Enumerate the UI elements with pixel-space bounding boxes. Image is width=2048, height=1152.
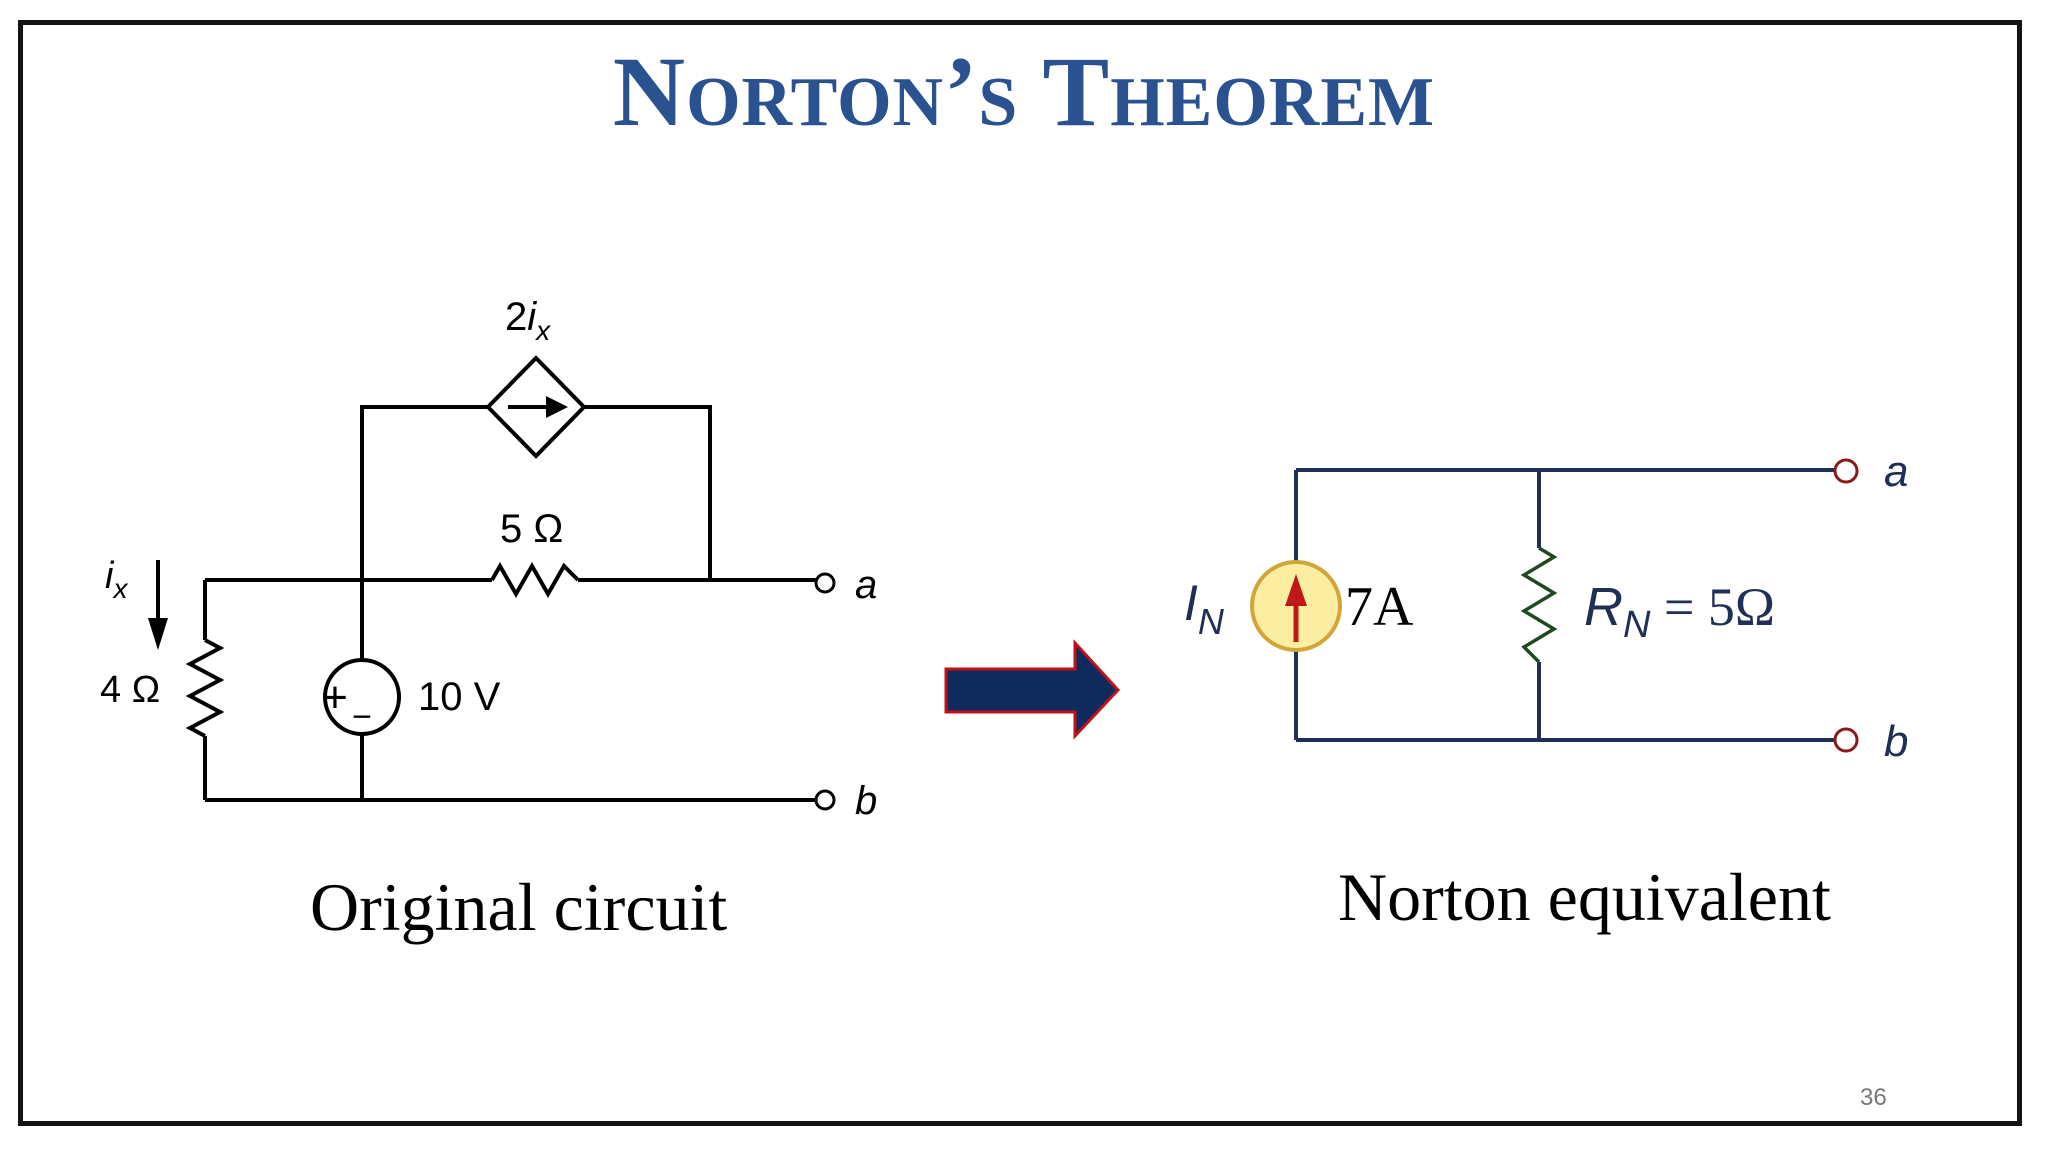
- terminal-b-label-norton: b: [1884, 717, 1908, 766]
- terminal-a-original: [814, 572, 836, 594]
- norton-resistor: [1520, 546, 1558, 664]
- terminal-a-norton: [1833, 458, 1859, 484]
- slide-border: [18, 20, 2022, 1126]
- terminal-b-original: [814, 789, 836, 811]
- dependent-current-source: [485, 355, 587, 459]
- terminal-a-label-original: a: [855, 563, 877, 607]
- terminal-a-label-norton: a: [1884, 447, 1908, 496]
- transform-arrow-icon: [944, 639, 1121, 740]
- source-minus: −: [352, 698, 372, 736]
- norton-current-label: IN: [1184, 575, 1225, 642]
- ix-label: ix: [105, 555, 128, 604]
- original-circuit: [148, 355, 836, 811]
- slide-title: Norton’s Theorem: [612, 36, 1436, 147]
- norton-resistance-label: RN = 5Ω: [1584, 577, 1775, 646]
- norton-circuit: [1250, 458, 1859, 753]
- terminal-b-norton: [1833, 727, 1859, 753]
- wire-top-loop: [360, 405, 712, 580]
- original-circuit-caption: Original circuit: [310, 869, 728, 945]
- resistor-4-ohm: [185, 638, 225, 738]
- page-number: 36: [1860, 1084, 1887, 1111]
- norton-current-value: 7A: [1345, 576, 1414, 638]
- norton-equivalent-caption: Norton equivalent: [1338, 859, 1831, 935]
- dependent-source-label: 2ix: [505, 295, 551, 346]
- terminal-b-label-original: b: [855, 779, 877, 823]
- voltage-source: [323, 658, 401, 736]
- voltage-label: 10 V: [418, 675, 501, 719]
- source-plus: +: [322, 673, 348, 722]
- resistor-4-label: 4 Ω: [100, 669, 160, 711]
- resistor-5-label: 5 Ω: [500, 507, 563, 551]
- resistor-5-ohm: [490, 561, 580, 599]
